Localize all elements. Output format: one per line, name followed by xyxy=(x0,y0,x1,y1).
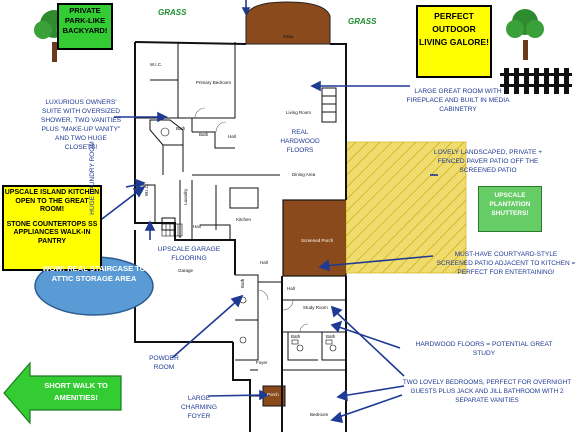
tree-icon-right xyxy=(506,9,544,60)
room-label-bath-primary: Bath xyxy=(176,126,186,131)
landscaped-patio-note: LOVELY LANDSCAPED, PRIVATE + FENCED PAVE… xyxy=(433,149,543,174)
garage-flooring-note: UPSCALE GARAGE FLOORING xyxy=(157,246,221,262)
door-swings xyxy=(194,107,309,333)
owners-suite-note: LUXURIOUS OWNERS' SUITE WITH OVERSIZED S… xyxy=(41,99,121,151)
laundry-note: HUGE LAUNDRY ROOM xyxy=(89,141,96,215)
callout-arrows xyxy=(97,0,438,424)
fence-icon xyxy=(500,68,572,94)
room-label-foyer: Foyer xyxy=(256,360,268,365)
room-label-bath-small: Bath xyxy=(199,132,209,137)
paver-pattern xyxy=(345,141,467,274)
room-label-patio: Patio xyxy=(283,34,294,39)
amenities-arrow-shape xyxy=(3,361,122,425)
patio-floor xyxy=(245,1,331,45)
grass-label-left: GRASS xyxy=(158,8,187,17)
room-label-screened-porch: Screened Porch xyxy=(301,238,334,243)
kitchen-callout-features: STONE COUNTERTOPS SS APPLIANCES WALK-IN … xyxy=(6,220,98,245)
room-label-hall-study: Hall xyxy=(287,286,295,291)
powder-room-note: POWDER ROOM xyxy=(149,355,179,371)
staircase-fixture xyxy=(161,223,183,237)
great-room-note: LARGE GREAT ROOM WITH FIREPLACE AND BUIL… xyxy=(406,88,510,113)
charming-foyer-note: LARGE CHARMING FOYER xyxy=(181,395,217,420)
room-label-laundry: Laundry xyxy=(183,188,188,205)
amenities-note: SHORT WALK TO AMENITIES! xyxy=(44,381,108,402)
room-label-hall-top: Hall xyxy=(228,134,236,139)
room-label-wic-top: W.I.C. xyxy=(150,62,163,67)
room-label-hall-middle: Hall xyxy=(260,260,268,265)
room-label-porch: Porch xyxy=(267,392,279,397)
room-label-dining-area: Dining Area xyxy=(292,172,316,177)
floor-plan-walls xyxy=(134,41,347,432)
perfect-outdoor-callout: PERFECT OUTDOOR LIVING GALORE! xyxy=(416,5,492,78)
room-label-bath-lower-left: Bath xyxy=(291,334,301,339)
hardwood-study-note: HARDWOOD FLOORS = POTENTIAL GREAT STUDY xyxy=(415,341,553,357)
kitchen-callout: UPSCALE ISLAND KITCHEN OPEN TO THE GREAT… xyxy=(2,185,102,271)
room-label-bedroom: Bedroom xyxy=(310,412,329,417)
two-bedrooms-note: TWO LOVELY BEDROOMS, PERFECT FOR OVERNIG… xyxy=(402,379,572,404)
room-label-primary-bedroom: Primary Bedroom xyxy=(196,80,232,85)
room-label-hall-kitchen: Hall xyxy=(193,224,201,229)
private-backyard-callout: PRIVATE PARK-LIKE BACKYARD! xyxy=(57,3,113,50)
grass-label-right: GRASS xyxy=(348,17,377,26)
room-label-wic-side: W.I.C. xyxy=(144,183,149,196)
room-label-bath-lower-right: Bath xyxy=(326,334,336,339)
room-label-living-room: Living Room xyxy=(286,110,312,115)
room-label-bath-powder: Bath xyxy=(240,278,245,288)
courtyard-patio-note: MUST-HAVE COURTYARD-STYLE SCREENED PATIO… xyxy=(436,251,576,276)
staircase-note: WOW! REAL STAIRCASE TO ATTIC STORAGE ARE… xyxy=(42,264,146,283)
room-label-garage: Garage xyxy=(178,268,194,273)
fireplace-fixture xyxy=(321,87,337,123)
bath-fixtures xyxy=(160,127,337,352)
plantation-shutters-callout: UPSCALE PLANTATION SHUTTERS! xyxy=(478,186,542,232)
screened-porch-floor xyxy=(282,199,347,277)
real-hardwood-note: REAL HARDWOOD FLOORS xyxy=(280,129,320,154)
kitchen-callout-title: UPSCALE ISLAND KITCHEN OPEN TO THE GREAT… xyxy=(4,189,100,214)
interior-walls xyxy=(135,42,346,397)
room-label-study-room: Study Room xyxy=(303,305,328,310)
room-label-kitchen: Kitchen xyxy=(236,217,252,222)
